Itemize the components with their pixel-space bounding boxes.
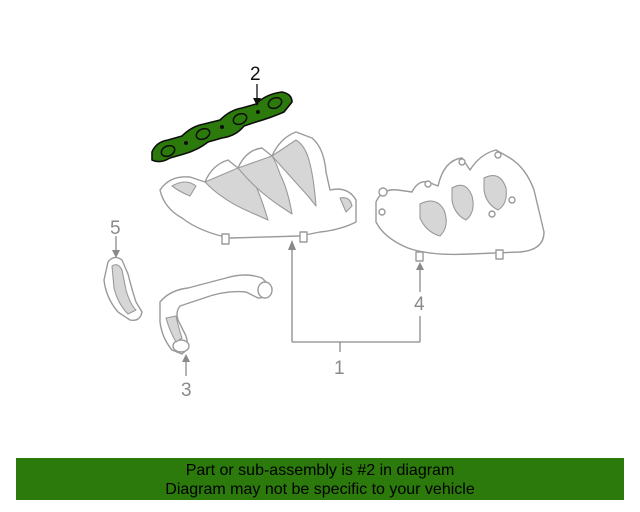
leader-line-2: [253, 84, 261, 106]
right-exhaust-manifold[interactable]: [375, 149, 545, 262]
callout-1[interactable]: 1: [334, 358, 345, 379]
leader-line-3: [182, 354, 190, 376]
notice-banner: Part or sub-assembly is #2 in diagram Di…: [16, 458, 624, 500]
callout-4[interactable]: 4: [414, 294, 425, 315]
left-exhaust-manifold[interactable]: [159, 131, 357, 245]
leader-line-5: [112, 236, 120, 258]
banner-line-part-number: Part or sub-assembly is #2 in diagram: [185, 462, 455, 479]
callout-3[interactable]: 3: [181, 380, 192, 401]
leader-line-1: [288, 240, 421, 352]
banner-line-disclaimer: Diagram may not be specific to your vehi…: [165, 481, 475, 498]
heat-shield[interactable]: [103, 256, 143, 322]
callout-5[interactable]: 5: [110, 218, 121, 239]
crossover-pipe[interactable]: [159, 274, 273, 355]
exhaust-manifold-gasket[interactable]: [151, 91, 293, 163]
leader-line-4: [416, 262, 424, 292]
callout-2[interactable]: 2: [250, 64, 261, 85]
